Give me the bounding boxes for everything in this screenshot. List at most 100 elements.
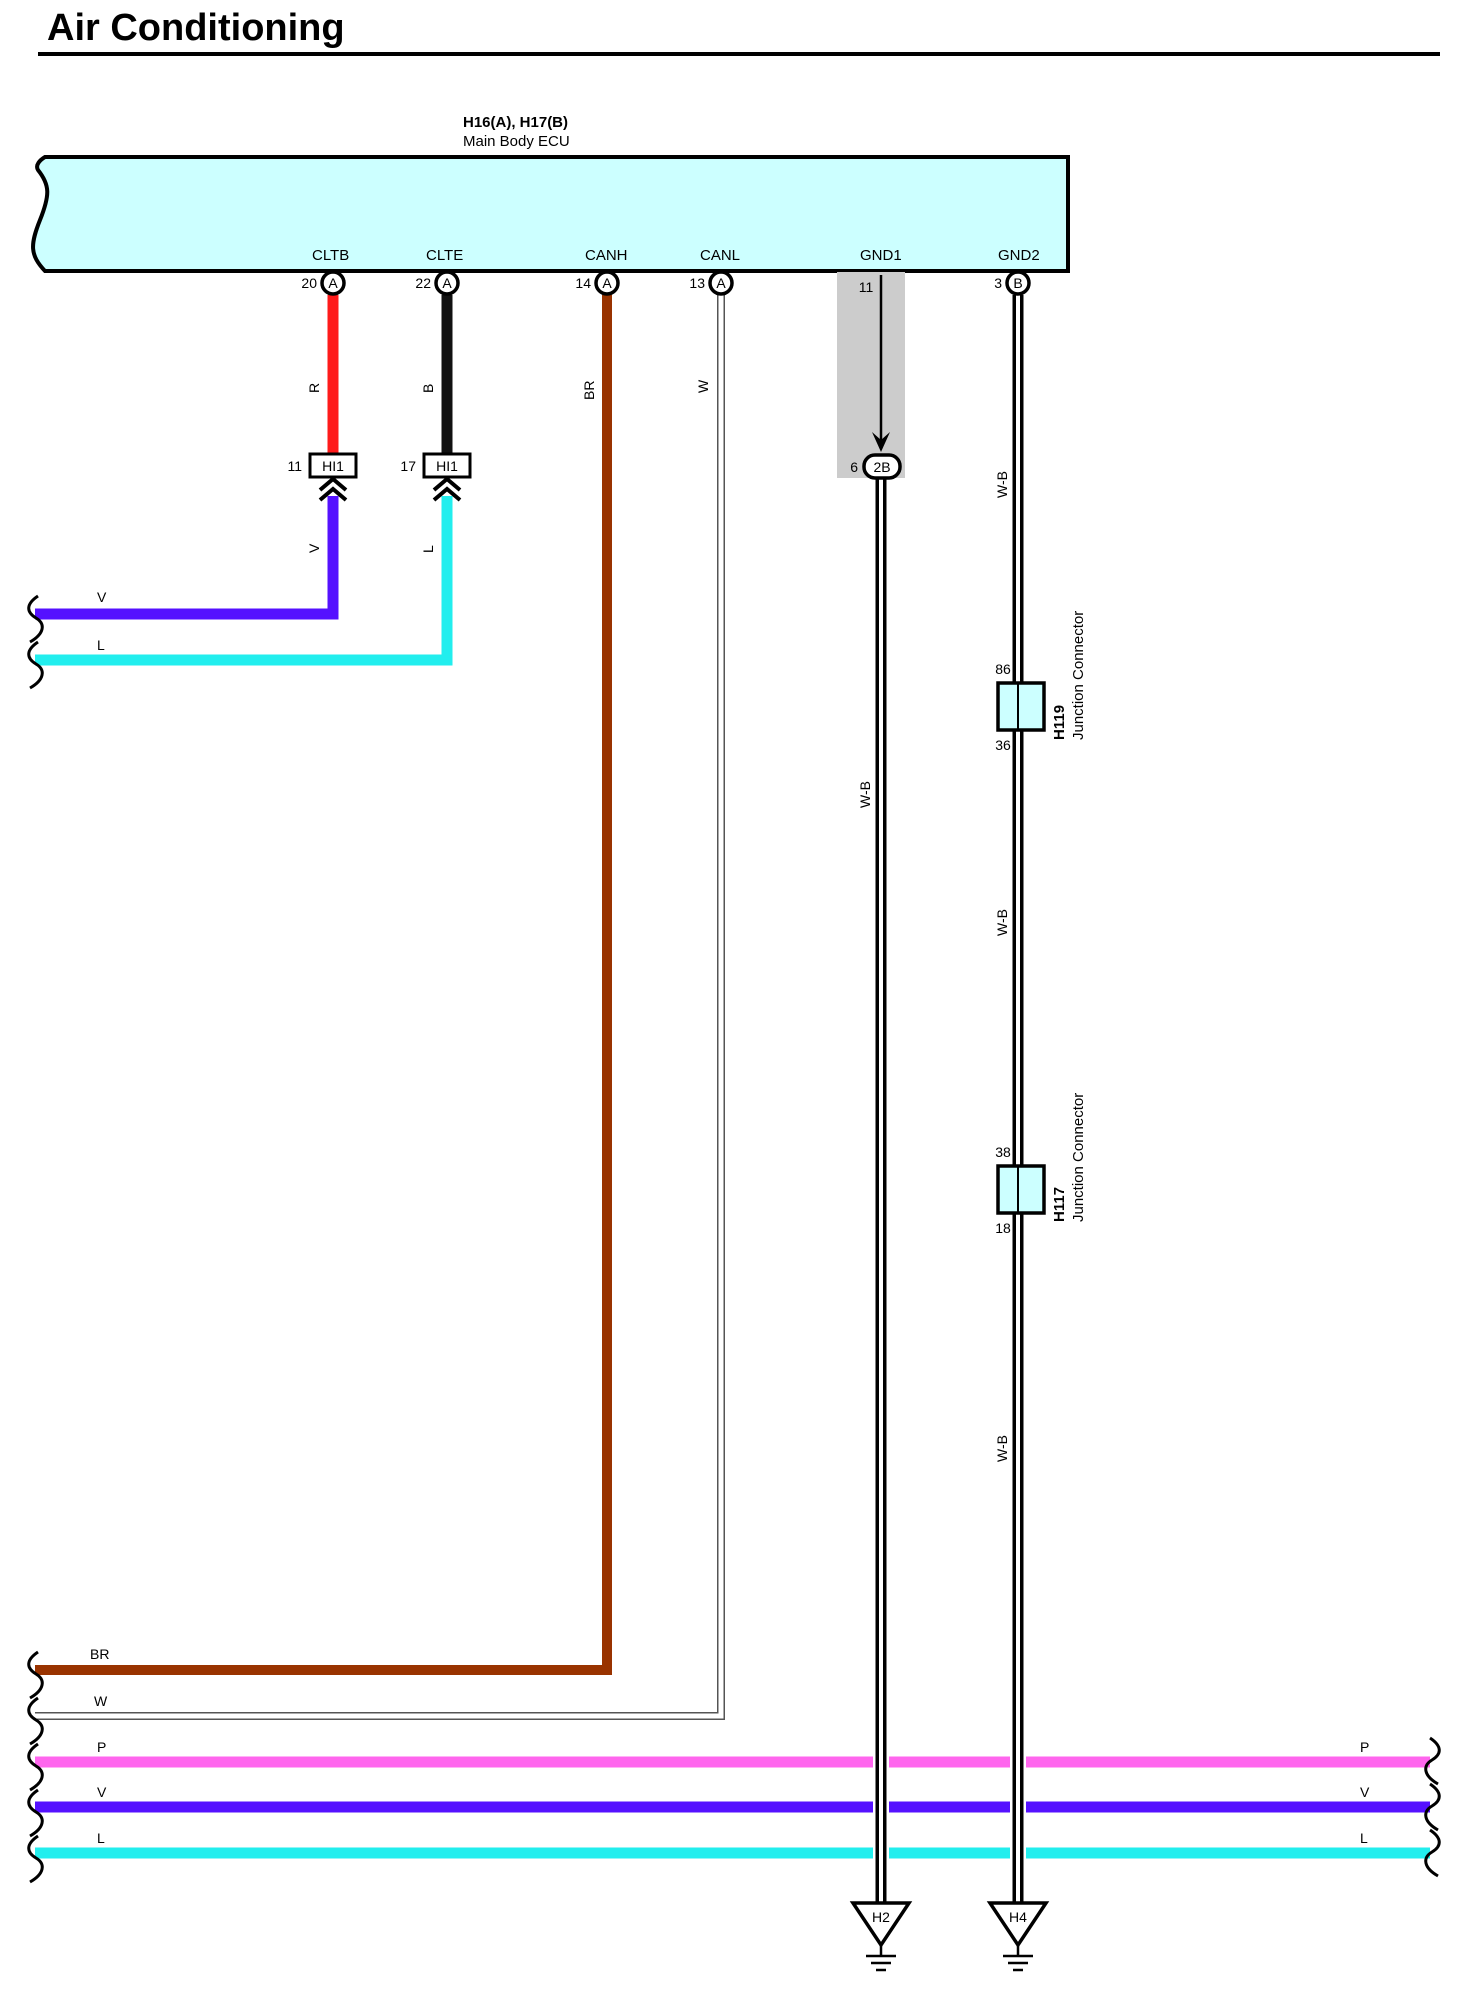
ground-h4-triangle <box>986 1901 1050 1949</box>
pin-number-cltb: 20 <box>301 275 317 291</box>
pin-conn-canl: A <box>716 275 726 291</box>
junction-h119-pin-bottom: 36 <box>995 737 1011 753</box>
terminal-canl: CANL <box>700 247 740 264</box>
bus-label-left-p: P <box>97 1739 106 1755</box>
connector-2b-body <box>862 453 902 480</box>
bus-label-left-w: W <box>94 1693 108 1709</box>
connector-2b: 2B 6 <box>850 453 902 480</box>
connector-hi1-11-id: HI1 <box>322 458 344 474</box>
pin-cltb: A 20 <box>301 270 346 296</box>
connector-2b-id: 2B <box>873 459 890 475</box>
break-mark-right-l <box>1424 1828 1441 1878</box>
pin-conn-clte: A <box>442 275 452 291</box>
bus-label-right-v: V <box>1360 1784 1370 1800</box>
wire-w-canl-outline <box>35 295 725 1720</box>
ecu-box <box>31 155 1070 273</box>
connector-hi1-11: HI1 11 <box>287 452 358 502</box>
connector-hi1-17: HI1 17 <box>400 452 472 502</box>
pin-clte: A 22 <box>415 270 460 296</box>
bus-label-left-br: BR <box>90 1646 109 1662</box>
connector-hi1-11-pin: 11 <box>287 458 302 474</box>
wire-label-canl: W <box>695 379 711 393</box>
junction-h117-name: Junction Connector <box>1070 1093 1087 1222</box>
ground-h2-id: H2 <box>872 1909 890 1925</box>
pin-conn-canh: A <box>602 275 612 291</box>
break-mark-left-top-2 <box>27 640 44 690</box>
break-mark-right-v <box>1424 1782 1441 1832</box>
break-mark-left-l <box>27 1834 44 1884</box>
page-title: Air Conditioning <box>47 7 345 49</box>
terminal-clte: CLTE <box>426 247 463 264</box>
ecu-name: Main Body ECU <box>463 133 570 150</box>
break-mark-left-br <box>27 1650 44 1700</box>
pin-circle-canl <box>708 270 734 296</box>
ecu-id: H16(A), H17(B) <box>463 114 568 131</box>
pin-number-canh: 14 <box>575 275 591 291</box>
terminal-gnd2: GND2 <box>998 247 1040 264</box>
break-mark-left-v <box>27 1788 44 1838</box>
junction-h119-body <box>996 681 1046 732</box>
connector-hi1-11-chevron <box>318 476 348 502</box>
junction-h117-body <box>996 1164 1046 1215</box>
wire-label-canh: BR <box>581 381 597 400</box>
pin-number-gnd1: 11 <box>859 279 874 295</box>
wire-br-canh <box>35 295 612 1675</box>
wire-label-cltb: R <box>306 383 322 393</box>
junction-h117-pin-top: 38 <box>995 1144 1011 1160</box>
wire-label-gnd2-a: W-B <box>994 471 1010 498</box>
bus-label-left-v2: V <box>97 1784 107 1800</box>
wire-label-gnd2-c: W-B <box>994 1435 1010 1462</box>
wire-w-canl <box>35 295 724 1719</box>
ground-h2-triangle <box>849 1901 913 1949</box>
pin-circle-clte <box>434 270 460 296</box>
junction-h117-id: H117 <box>1051 1187 1068 1222</box>
ground-h4-id: H4 <box>1009 1909 1027 1925</box>
bus-label-right-l: L <box>1360 1830 1368 1846</box>
pin-gnd2: B 3 <box>994 270 1031 296</box>
ground-h4: H4 <box>986 1901 1050 1972</box>
connector-2b-pin: 6 <box>850 459 858 475</box>
ecu-terminal-names: CLTB CLTE CANH CANL GND1 GND2 <box>312 247 1040 264</box>
pin-circle-cltb <box>320 270 346 296</box>
break-mark-left-top-1 <box>27 594 44 644</box>
ground-h2: H2 <box>849 1901 913 1972</box>
pin-number-gnd2: 3 <box>994 275 1002 291</box>
junction-h117: 38 18 H117 Junction Connector <box>995 1093 1087 1236</box>
terminal-canh: CANH <box>585 247 628 264</box>
break-mark-right-p <box>1424 1736 1441 1786</box>
junction-h119-name: Junction Connector <box>1070 611 1087 740</box>
terminal-cltb: CLTB <box>312 247 349 264</box>
connector-hi1-17-chevron <box>432 476 462 502</box>
connector-hi1-17-id: HI1 <box>436 458 458 474</box>
wire-label-clte-lower: L <box>420 545 436 553</box>
wire-label-gnd2-b: W-B <box>994 909 1010 936</box>
wire-l-clte <box>35 496 453 666</box>
bus-label-right-p: P <box>1360 1739 1369 1755</box>
junction-h119: 86 36 H119 Junction Connector <box>995 611 1087 753</box>
break-mark-left-p <box>27 1742 44 1792</box>
bus-label-left-l: L <box>97 637 105 653</box>
terminal-gnd1: GND1 <box>860 247 902 264</box>
wire-label-gnd1: W-B <box>857 781 873 808</box>
bus-label-left-v: V <box>97 589 107 605</box>
wire-label-clte: B <box>420 384 436 393</box>
pin-circle-canh <box>594 270 620 296</box>
break-marks <box>27 594 1441 1884</box>
junction-h119-id: H119 <box>1051 705 1068 740</box>
pin-canl: A 13 <box>689 270 734 296</box>
gnd1-arrow-head <box>872 432 890 452</box>
pin-conn-cltb: A <box>328 275 338 291</box>
junction-h119-pin-top: 86 <box>995 661 1011 677</box>
wire-v-cltb <box>35 496 339 620</box>
pin-circle-gnd2 <box>1005 270 1031 296</box>
pin-number-canl: 13 <box>689 275 705 291</box>
pin-number-clte: 22 <box>415 275 431 291</box>
connector-hi1-17-pin: 17 <box>400 458 416 474</box>
bus-label-left-l2: L <box>97 1830 105 1846</box>
junction-h117-pin-bottom: 18 <box>995 1220 1011 1236</box>
break-mark-left-w <box>27 1696 44 1746</box>
wire-label-cltb-lower: V <box>306 543 322 553</box>
gnd1-shading <box>837 272 905 478</box>
pin-canh: A 14 <box>575 270 620 296</box>
